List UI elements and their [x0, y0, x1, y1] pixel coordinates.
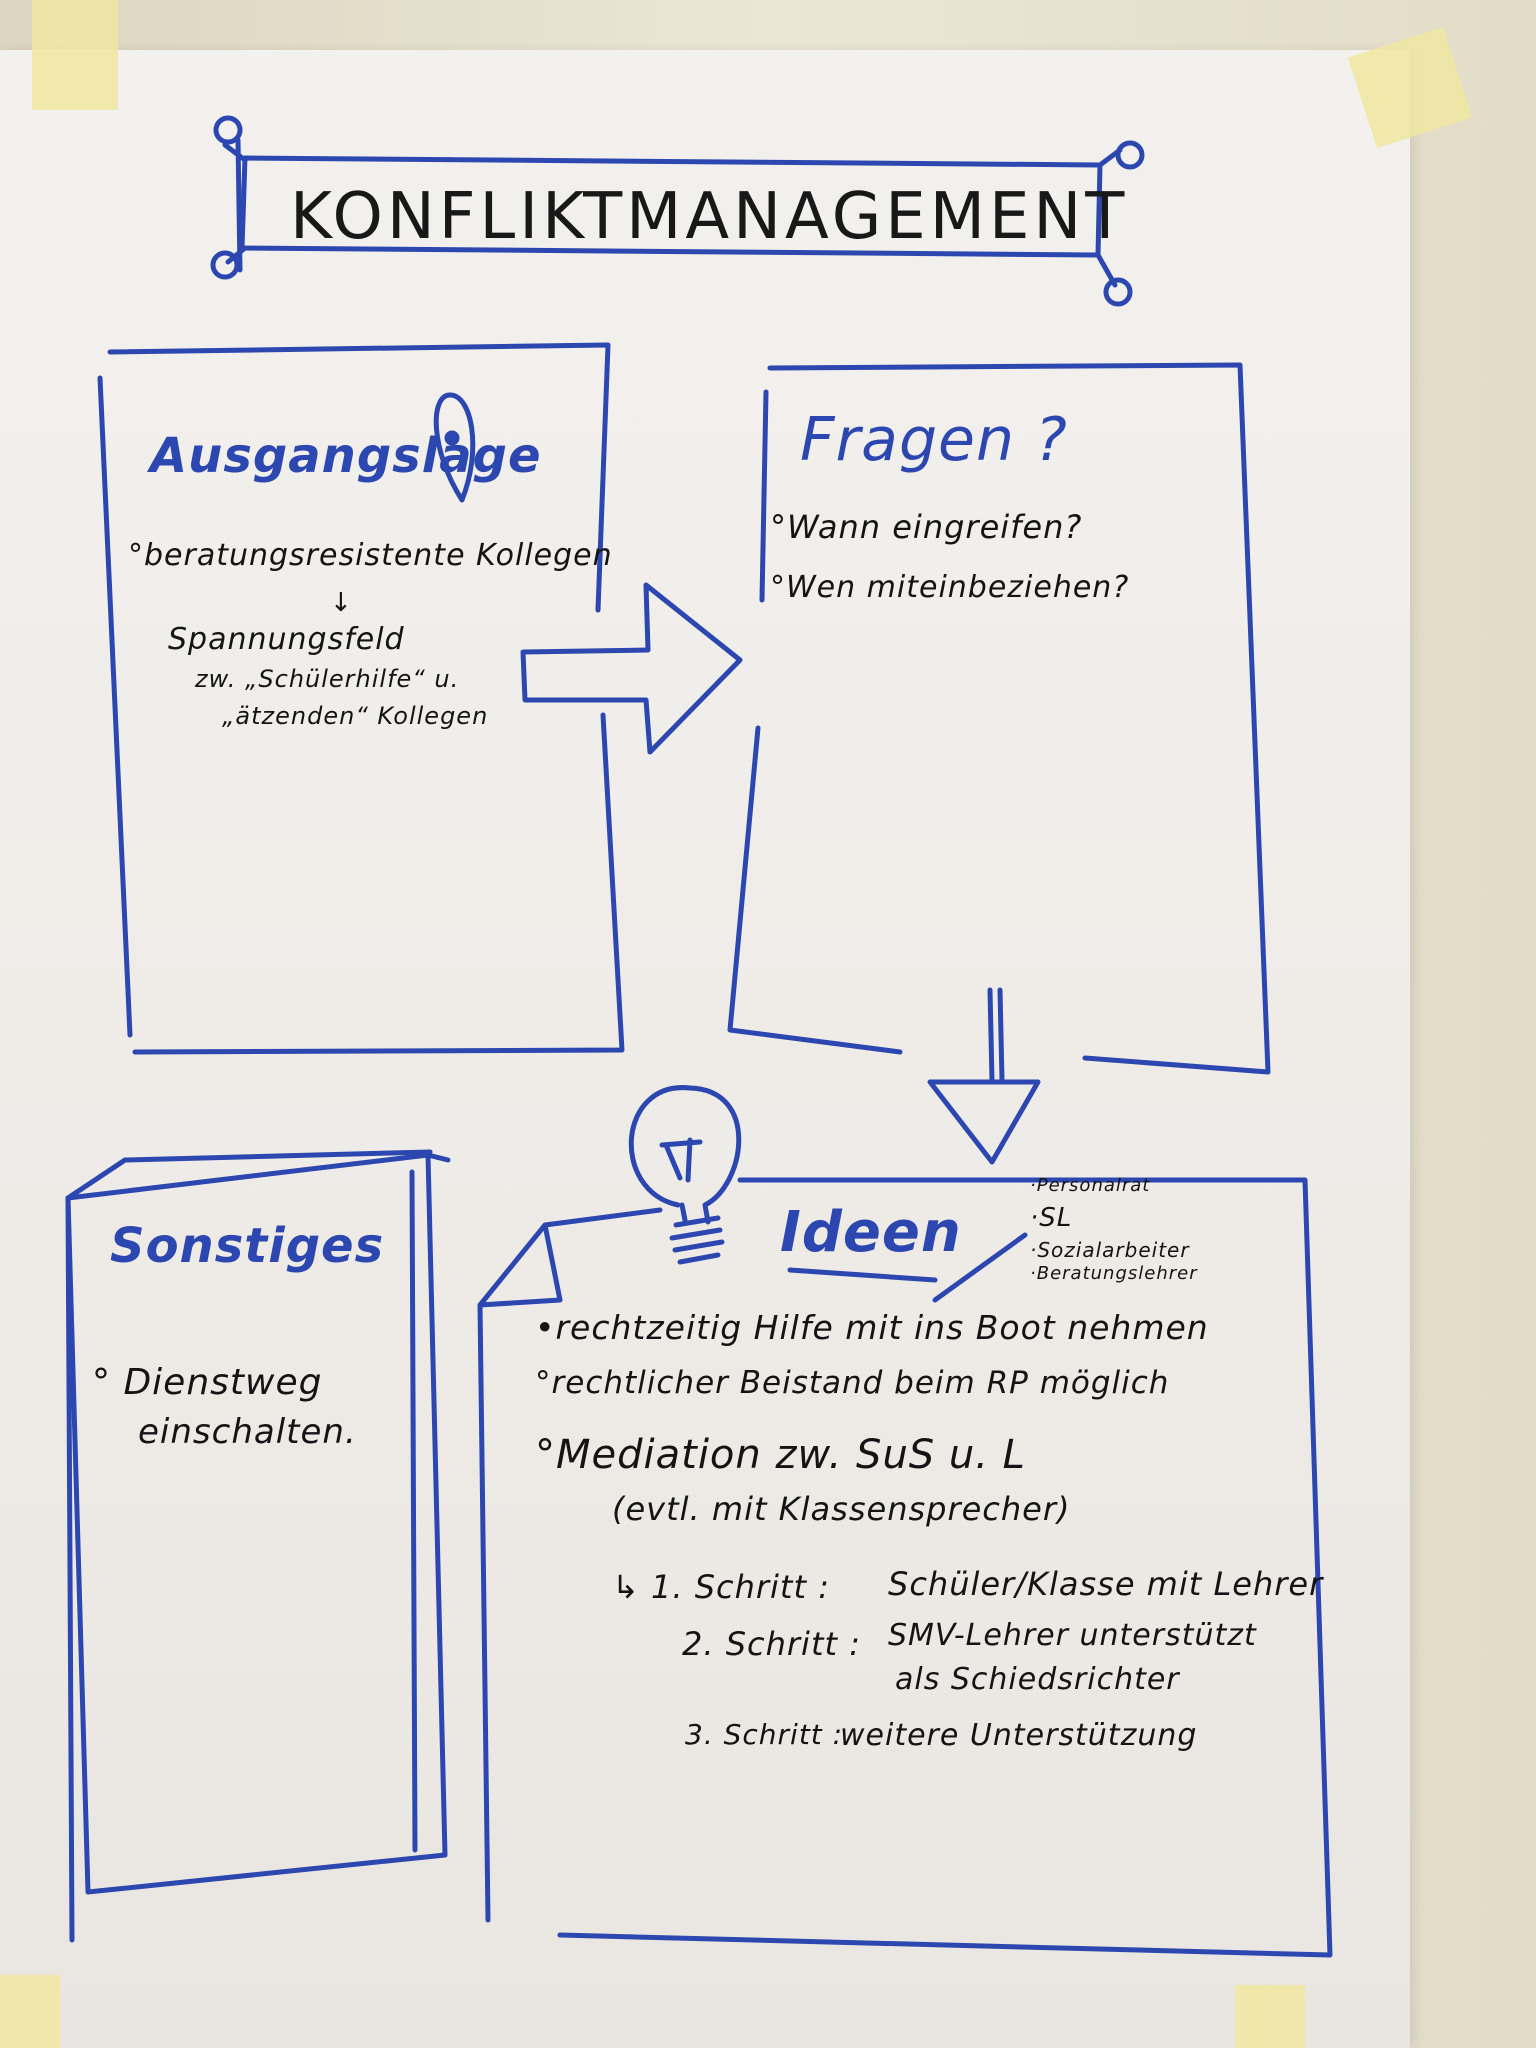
- ideen-item-2: °rechtlicher Beistand beim RP möglich: [535, 1365, 1170, 1401]
- fragen-heading: Fragen ?: [800, 405, 1068, 475]
- ideen-heading: Ideen: [780, 1200, 962, 1265]
- ausgangslage-bullet: °beratungsresistente Kollegen: [128, 538, 613, 573]
- step-3-text: weitere Unterstützung: [840, 1718, 1198, 1753]
- fragen-box: [727, 362, 1271, 1075]
- step-3-label: 3. Schritt :: [685, 1718, 844, 1751]
- sonstiges-spine: [65, 1169, 418, 1943]
- sonstiges-heading: Sonstiges: [110, 1218, 385, 1274]
- title-banner-left-edge: [222, 137, 248, 273]
- ideen-side-3: ·Sozialarbeiter: [1030, 1238, 1190, 1262]
- sonstiges-box: [65, 1152, 448, 1895]
- ideen-side-2: ·SL: [1030, 1203, 1073, 1233]
- ideen-underline: [787, 1267, 938, 1283]
- step-1-label: ↳ 1. Schritt :: [612, 1568, 830, 1606]
- arrow-down-shape: [927, 987, 1041, 1165]
- banner-ring-bottom-right: [1103, 277, 1133, 307]
- ideen-item-4: (evtl. mit Klassensprecher): [612, 1490, 1071, 1528]
- tape-top-left: [32, 0, 118, 110]
- step-2-text-cont: als Schiedsrichter: [895, 1662, 1180, 1697]
- ausgangslage-line-1: Spannungsfeld: [168, 622, 405, 657]
- location-pin-icon: [433, 392, 476, 503]
- tape-bottom-left: [0, 1975, 60, 2048]
- arrow-right-shape: [520, 582, 743, 755]
- ideen-item-1: •rechtzeitig Hilfe mit ins Boot nehmen: [535, 1308, 1209, 1347]
- lightbulb-icon: [628, 1085, 742, 1225]
- step-1-text: Schüler/Klasse mit Lehrer: [888, 1565, 1324, 1603]
- ausgangslage-line-2: zw. „Schülerhilfe“ u.: [195, 665, 460, 693]
- ausgangslage-box: [97, 342, 625, 1055]
- ideen-side-1: ·Personalrat: [1030, 1175, 1151, 1196]
- flipchart-paper: [0, 50, 1410, 2048]
- fragen-item-1: °Wann eingreifen?: [770, 508, 1083, 546]
- ausgangslage-heading: Ausgangslage: [150, 428, 542, 484]
- banner-ring-top-left: [213, 115, 243, 145]
- tape-bottom-right: [1235, 1985, 1305, 2048]
- sonstiges-top: [65, 1149, 451, 1201]
- ideen-corner-fold: [477, 1207, 663, 1308]
- step-2-text: SMV-Lehrer unterstützt: [888, 1618, 1257, 1653]
- ausgangslage-arrow: ↓: [330, 588, 353, 618]
- sonstiges-line-2: einschalten.: [138, 1412, 357, 1452]
- fragen-item-2: °Wen miteinbeziehen?: [770, 570, 1130, 605]
- ideen-item-3: °Mediation zw. SuS u. L: [535, 1432, 1026, 1478]
- ideen-side-4: ·Beratungslehrer: [1030, 1263, 1198, 1284]
- banner-ring-bottom-left: [210, 250, 240, 280]
- banner-ring-top-right: [1115, 140, 1145, 170]
- ideen-box: [477, 1177, 1333, 1958]
- ausgangslage-line-3: „ätzenden“ Kollegen: [222, 702, 489, 730]
- sonstiges-line-1: ° Dienstweg: [92, 1362, 323, 1403]
- page-title: KONFLIKTMANAGEMENT: [290, 180, 1129, 254]
- step-2-label: 2. Schritt :: [682, 1625, 861, 1663]
- ideen-connector-line: [932, 1232, 1028, 1303]
